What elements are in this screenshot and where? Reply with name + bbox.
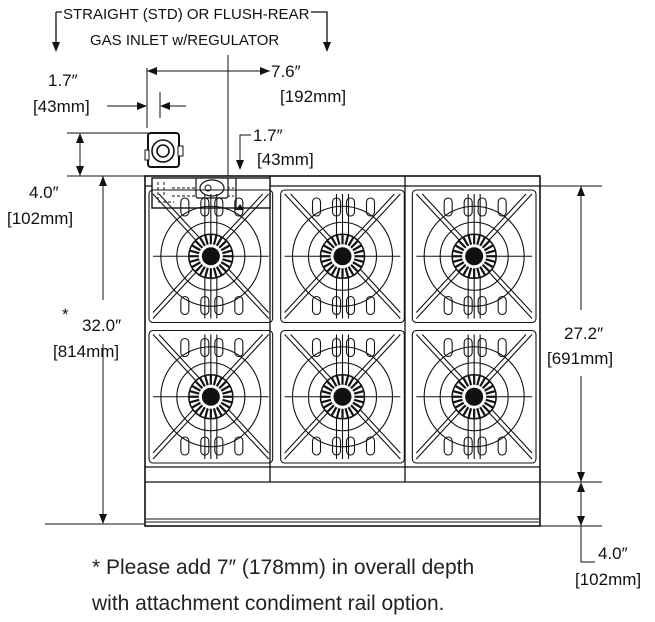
- burner-ports: [320, 234, 365, 279]
- burner-ports: [452, 374, 497, 419]
- regulator-offset-inches: 1.7″: [253, 126, 283, 145]
- regulator-offset-mm: [43mm]: [257, 150, 314, 169]
- inlet-width-inches: 7.6″: [271, 62, 301, 81]
- regulator-offset-dimension: 1.7″ [43mm]: [236, 126, 314, 170]
- gas-inlet-label-line2: GAS INLET w/REGULATOR: [90, 32, 279, 49]
- gas-inlet-callout: STRAIGHT (STD) OR FLUSH-REAR GAS INLET w…: [52, 6, 331, 52]
- footnote: * Please add 7″ (178mm) in overall depth…: [91, 556, 474, 615]
- burner-grate: [148, 189, 274, 324]
- burner-grates: [148, 189, 537, 464]
- grate-depth-dimension: 27.2″ [691mm]: [540, 185, 613, 483]
- rear-clearance-inches: 4.0″: [29, 183, 59, 202]
- burner-ports: [188, 234, 233, 279]
- rear-clearance-mm: [102mm]: [7, 209, 73, 228]
- gas-inlet-fitting: [144, 132, 184, 168]
- overall-depth-dimension: * 32.0″ [814mm]: [45, 176, 148, 525]
- burner-grate: [411, 189, 537, 324]
- rear-clearance-dimension: 4.0″ [102mm]: [7, 132, 150, 228]
- overall-depth-inches: 32.0″: [82, 316, 121, 335]
- inlet-width-mm: [192mm]: [280, 87, 346, 106]
- footnote-line1: * Please add 7″ (178mm) in overall depth: [92, 556, 474, 579]
- inlet-offset-inches: 1.7″: [48, 71, 78, 90]
- footnote-line2: with attachment condiment rail option.: [91, 592, 445, 615]
- front-rail-dimension: 4.0″ [102mm]: [540, 482, 641, 589]
- burner-grate: [148, 329, 274, 464]
- inlet-offset-mm: [43mm]: [33, 97, 90, 116]
- overall-depth-mm: [814mm]: [53, 342, 119, 361]
- burner-ports: [320, 374, 365, 419]
- inlet-offset-dimension: 1.7″ [43mm]: [33, 68, 186, 128]
- inlet-width-dimension: 7.6″ [192mm]: [147, 55, 346, 180]
- burner-grate: [280, 329, 405, 464]
- front-rail-mm: [102mm]: [575, 570, 641, 589]
- burner-ports: [452, 234, 497, 279]
- burner-grate: [411, 329, 537, 464]
- front-rail-inches: 4.0″: [598, 544, 628, 563]
- burner-ports: [188, 374, 233, 419]
- burner-grate: [280, 189, 405, 324]
- overall-depth-marker: *: [62, 305, 69, 324]
- gas-inlet-label-line1: STRAIGHT (STD) OR FLUSH-REAR: [63, 6, 310, 23]
- grate-depth-mm: [691mm]: [547, 349, 613, 368]
- grate-depth-inches: 27.2″: [564, 324, 603, 343]
